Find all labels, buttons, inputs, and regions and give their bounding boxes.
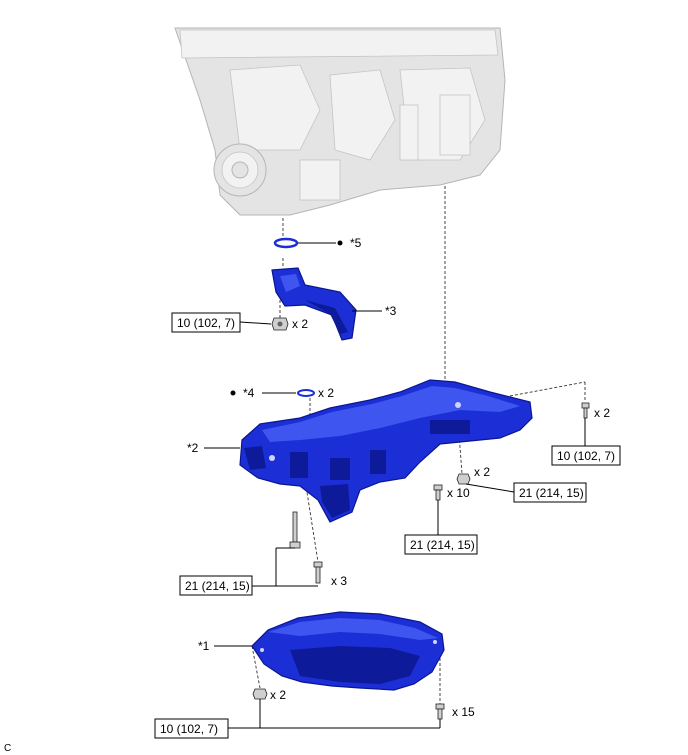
callout-part1: *1 <box>198 639 210 653</box>
callout-part3: *3 <box>385 304 397 318</box>
qty-pan-nut: x 2 <box>270 688 286 702</box>
torque-strainer: 10 (102, 7) <box>177 316 235 330</box>
bolt-icon <box>433 484 443 501</box>
torque-pan: 10 (102, 7) <box>160 722 218 736</box>
nut-icon <box>456 473 471 485</box>
torque-left: 21 (214, 15) <box>185 579 250 593</box>
qty-pan-bolts: x 15 <box>452 705 475 719</box>
torque-center: 21 (214, 15) <box>410 538 475 552</box>
qty-left-bolts: x 3 <box>331 574 347 588</box>
callout-part2: *2 <box>187 441 199 455</box>
qty-center-bolts: x 10 <box>447 486 470 500</box>
bolt-icon <box>435 703 445 720</box>
qty-right-bolt: x 2 <box>594 406 610 420</box>
bolt-icon <box>313 561 323 584</box>
torque-box-right-bolt <box>551 445 621 466</box>
bolt-icon <box>289 511 301 549</box>
bullet-dot-icon <box>230 390 236 396</box>
engine-block-illustration <box>174 27 506 216</box>
callout-part5: *5 <box>350 236 362 250</box>
torque-right-bolt: 10 (102, 7) <box>557 449 615 463</box>
nut-icon <box>271 317 289 331</box>
torque-box-nut-right <box>513 482 587 503</box>
corner-mark: C <box>4 743 11 754</box>
torque-box-pan <box>154 718 229 739</box>
oil-pan-lower-part1 <box>251 611 445 691</box>
qty-strainer-nut: x 2 <box>292 317 308 331</box>
bullet-dot-icon <box>337 240 343 246</box>
nut-icon <box>252 688 268 700</box>
torque-box-center <box>404 534 478 555</box>
alignment-guide-lines <box>251 186 586 704</box>
oring-part5 <box>273 237 299 249</box>
oring-part4 <box>297 389 315 397</box>
qty-oring: x 2 <box>318 386 334 400</box>
qty-nut-right: x 2 <box>474 465 490 479</box>
oil-pan-upper-part2 <box>239 379 533 523</box>
bolt-icon <box>581 402 590 419</box>
oil-strainer-part3 <box>271 267 357 341</box>
callout-part4: *4 <box>243 386 255 400</box>
torque-nut-right: 21 (214, 15) <box>519 486 584 500</box>
